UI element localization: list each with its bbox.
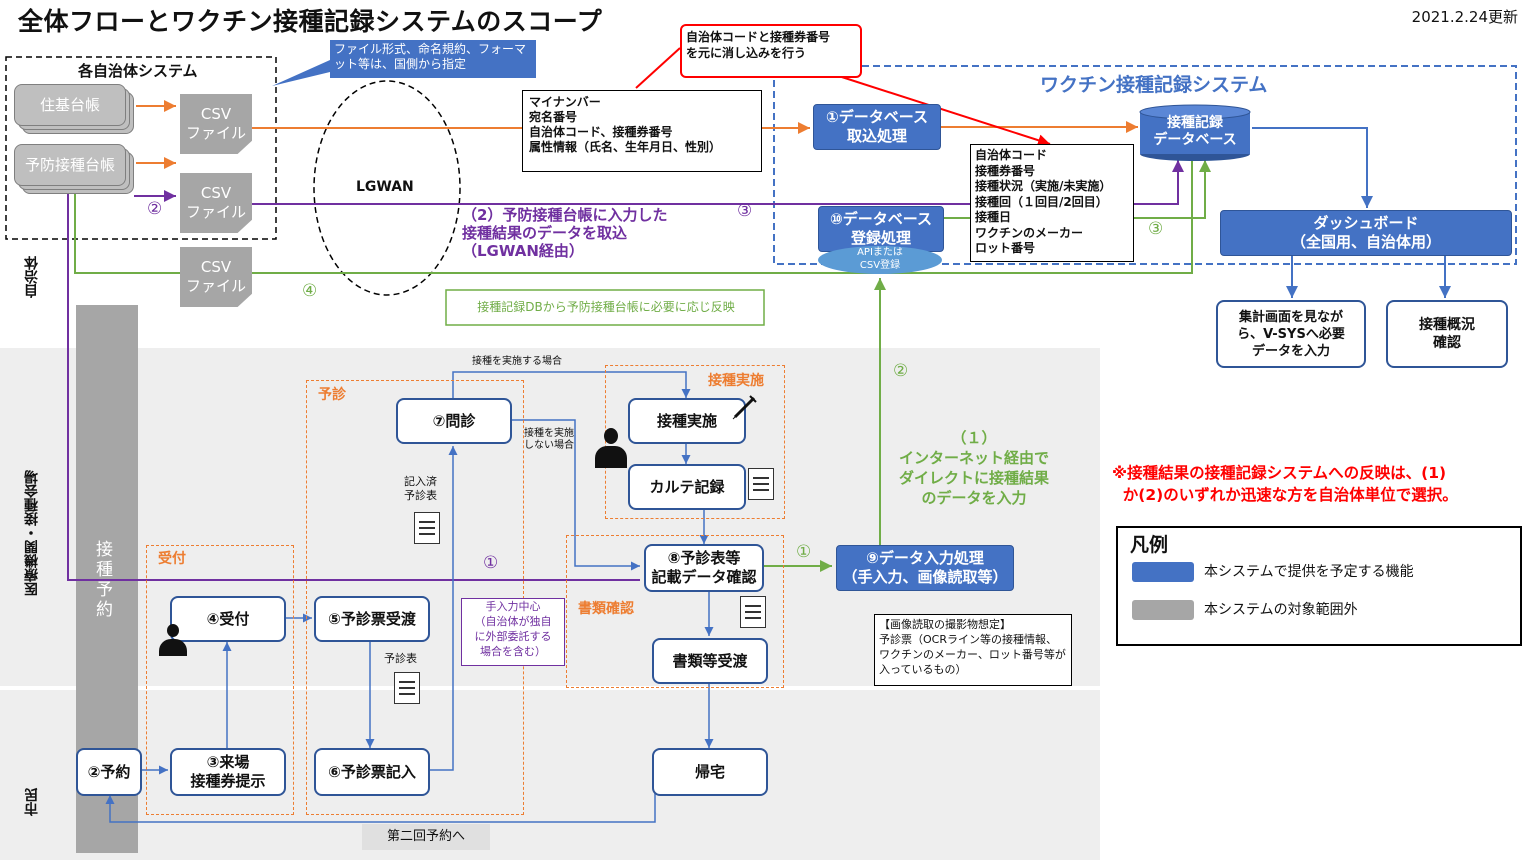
csv-file-1: CSV ファイル [180, 94, 252, 154]
internet-note: （１） インターネット経由で ダイレクトに接種結果 のデータを入力 [898, 429, 1049, 507]
uketsuke-area-label: 受付 [158, 551, 186, 567]
form-label: 予診表 [384, 652, 417, 665]
record-field: 自治体コード [975, 148, 1048, 162]
summary-input-box: 集計画面を見なが ら、V-SYSへ必要 データを入力 [1216, 300, 1366, 368]
record-field: 接種状況（実施/未実施） [975, 179, 1112, 193]
status-check-box: 接種概況 確認 [1386, 300, 1508, 368]
selection-note: ※接種結果の接種記録システムへの反映は、(1) か(2)のいずれか迅速な方を自治… [1112, 464, 1458, 504]
import-field: 宛名番号 [529, 110, 578, 124]
import-field: 属性情報（氏名、生年月日、性別） [529, 140, 722, 154]
import-field: 自治体コード、接種券番号 [529, 125, 673, 139]
legend-blue-swatch [1132, 562, 1194, 582]
yoshin-area [306, 380, 524, 815]
record-db-cylinder [1139, 104, 1251, 161]
shorui-area-label: 書類確認 [578, 601, 634, 617]
csv-file-2: CSV ファイル [180, 173, 252, 233]
yoyaku-box: ②予約 [76, 748, 142, 796]
yoshin-fill-box: ⑥予診票記入 [314, 748, 430, 796]
red-callout: 自治体コードと接種券番号 を元に消し込みを行う [680, 24, 862, 78]
format-callout-pointer [272, 60, 330, 86]
page-title: 全体フローとワクチン接種記録システムのスコープ [18, 7, 603, 36]
api-csv-badge: APIまたは CSV登録 [818, 246, 942, 274]
record-field: ロット番号 [975, 241, 1036, 255]
document-icon [394, 672, 420, 704]
legend-gray-label: 本システムの対象範囲外 [1204, 602, 1358, 618]
legend-title: 凡例 [1130, 534, 1169, 556]
lgwan-label: LGWAN [356, 179, 414, 195]
record-field: 接種日 [975, 210, 1012, 224]
municipality-systems-title: 各自治体システム [78, 62, 198, 80]
receptionist-icon [158, 624, 188, 656]
confirm-box: ⑧予診表等 記載データ確認 [644, 544, 764, 592]
sesshu-area-label: 接種実施 [708, 373, 764, 389]
step-1-green: ① [796, 542, 812, 562]
monshin-box: ⑦問診 [396, 398, 512, 444]
import-fields-box: マイナンバー 宛名番号 自治体コード、接種券番号 属性情報（氏名、生年月日、性別… [522, 90, 762, 172]
legend-gray-swatch [1132, 600, 1194, 620]
db-import-process: ①データベース 取込処理 [813, 104, 941, 150]
uketsuke-box: ④受付 [170, 596, 286, 642]
doctor-icon [594, 428, 628, 468]
dashboard: ダッシュボード （全国用、自治体用） [1220, 210, 1512, 256]
record-field: 接種券番号 [975, 163, 1036, 178]
purple-note: （2）予防接種台帳に入力した 接種結果のデータを取込 （LGWAN経由） [462, 206, 668, 260]
green-note: 接種記録DBから予防接種台帳に必要に応じ反映 [477, 300, 735, 314]
step-4-green: ④ [302, 281, 318, 301]
step-2-green: ② [893, 361, 909, 381]
manual-note: 手入力中心 （自治体が独自 に外部委託する 場合を含む） [461, 598, 565, 666]
reservation-bar-label: 接種予約 [96, 540, 113, 620]
import-field: マイナンバー [529, 95, 601, 109]
document-icon [748, 468, 774, 500]
data-input-process: ⑨データ入力処理 （手入力、画像読取等） [836, 545, 1014, 591]
filled-form-label: 記入済 予診表 [404, 475, 437, 502]
juki-daicho: 住基台帳 [14, 84, 126, 126]
record-db-label: 接種記録 データベース [1153, 115, 1237, 148]
syringe-icon [732, 395, 757, 420]
uketsuke-area [146, 545, 294, 815]
raijo-box: ③来場 接種券提示 [170, 748, 286, 796]
shorui-area [566, 535, 784, 688]
step-2-purple: ② [147, 199, 163, 219]
legend-blue-label: 本システムで提供を予定する機能 [1204, 564, 1414, 580]
csv-file-3: CSV ファイル [180, 247, 252, 307]
record-field: ワクチンのメーカー [975, 225, 1084, 240]
record-fields-box: 自治体コード 接種券番号 接種状況（実施/未実施） 接種回（１回目/2回目） 接… [970, 144, 1134, 262]
document-icon [414, 512, 440, 544]
shorui-hand-box: 書類等受渡 [652, 638, 768, 684]
when-vaccinate-label: 接種を実施する場合 [472, 356, 562, 367]
yoshin-area-label: 予診 [318, 387, 346, 403]
format-callout: ファイル形式、命名規約、フォーマット等は、国側から指定 [330, 40, 536, 78]
updated-date: 2021.2.24更新 [1411, 8, 1518, 26]
sesshu-box: 接種実施 [628, 398, 746, 444]
system-title: ワクチン接種記録システム [1040, 74, 1268, 96]
document-icon [740, 596, 766, 628]
step-3-green: ③ [1148, 219, 1164, 239]
image-note: 【画像読取の撮影物想定】 予診票（OCRライン等の接種情報、ワクチンのメーカー、… [874, 614, 1072, 686]
when-not-label: 接種を実施 しない場合 [524, 428, 574, 451]
db-register-process: ⑩データベース 登録処理 [818, 206, 944, 252]
step-3-purple: ③ [737, 201, 753, 221]
record-field: 接種回（１回目/2回目） [975, 194, 1108, 209]
step-1-purple: ① [483, 553, 499, 573]
kitaku-box: 帰宅 [652, 748, 768, 796]
second-reservation: 第二回予約へ [362, 824, 490, 850]
legend: 凡例 本システムで提供を予定する機能 本システムの対象範囲外 [1116, 526, 1522, 646]
karte-box: カルテ記録 [628, 464, 746, 510]
yobo-daicho: 予防接種台帳 [14, 144, 126, 186]
yoshin-hand-box: ⑤予診票受渡 [314, 596, 430, 642]
